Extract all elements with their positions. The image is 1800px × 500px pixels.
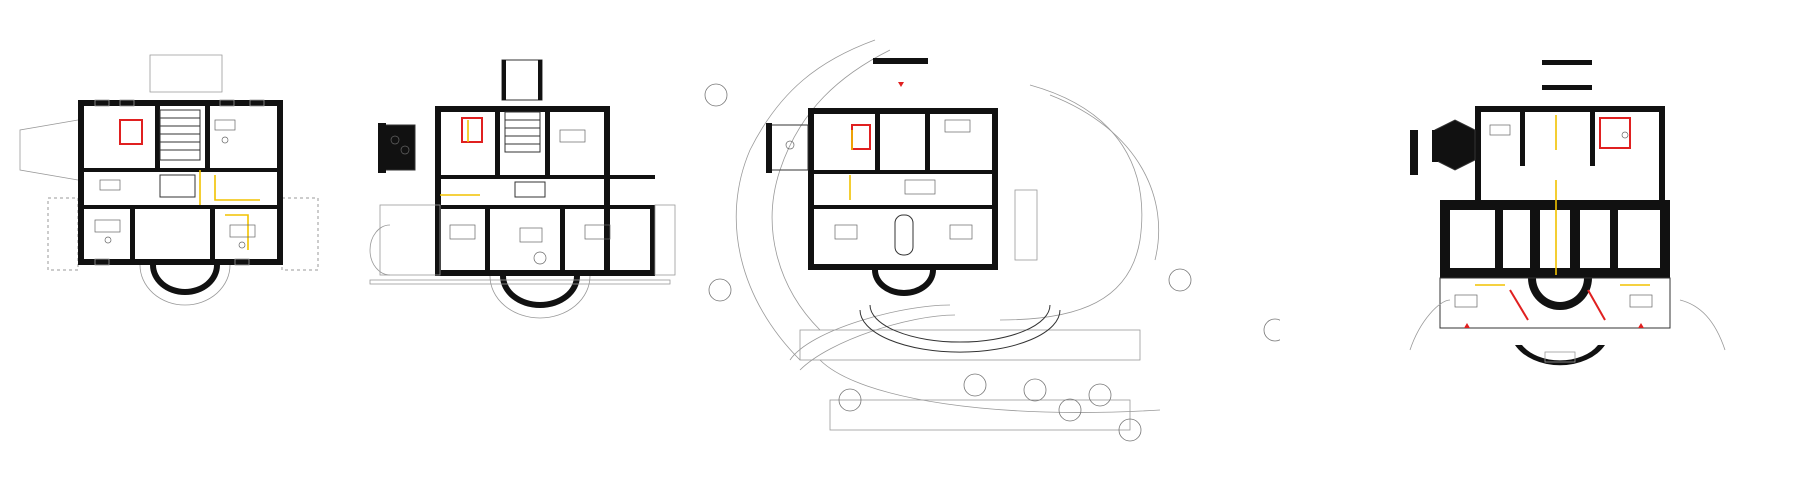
portico <box>501 59 543 101</box>
portico-outline <box>149 54 223 93</box>
floor-plan-3-site <box>700 0 1280 500</box>
floor-plan-1 <box>0 0 340 500</box>
floor-plan-2-drawing <box>369 59 676 319</box>
east-terrace-dash <box>281 197 319 271</box>
hall-stair-grid <box>159 174 196 198</box>
site-path-1 <box>735 39 876 361</box>
floor-plan-2 <box>350 0 680 500</box>
floor-plan-4-drawing <box>1409 60 1726 366</box>
west-terrace-dash <box>47 197 79 271</box>
red-zone-1 <box>119 119 143 145</box>
floor-plan-1-drawing <box>19 54 319 306</box>
floor-plan-4 <box>1380 0 1740 500</box>
floor-plan-3-drawing <box>704 39 1280 442</box>
west-terrace-outline <box>19 119 79 181</box>
